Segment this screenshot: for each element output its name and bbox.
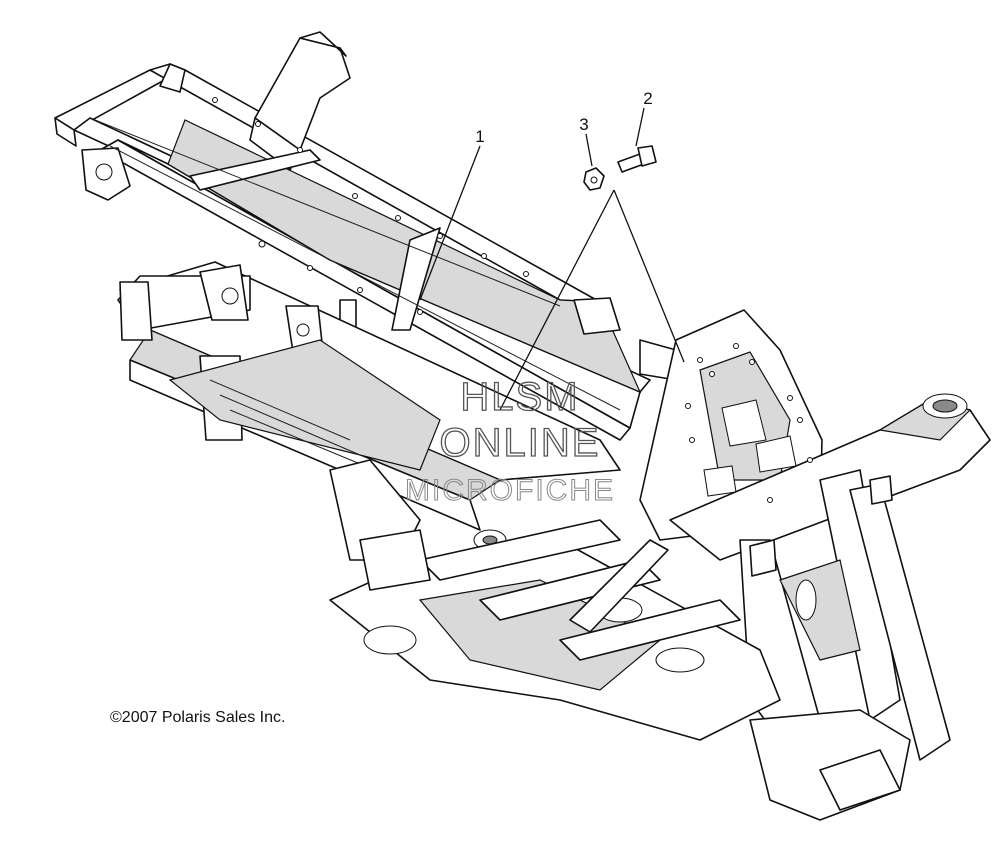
bolt-part [617,145,657,173]
watermark-line-2: ONLINE [440,421,601,465]
nut-part [583,167,605,191]
callout-2: 2 [643,89,652,108]
callout-3: 3 [579,115,588,134]
watermark-line-1: HLSM [460,375,579,419]
ribs [209,379,371,469]
watermark: HLSM ONLINE MICROFICHE [405,374,615,507]
rail-holes [212,97,529,315]
main-frame [117,261,991,821]
upper-subframe [54,31,677,441]
copyright-text: ©2007 Polaris Sales Inc. [110,709,285,726]
leader-lines [419,107,685,411]
callout-1: 1 [475,127,484,146]
upright-holes [685,343,813,503]
watermark-line-3: MICROFICHE [405,474,615,507]
